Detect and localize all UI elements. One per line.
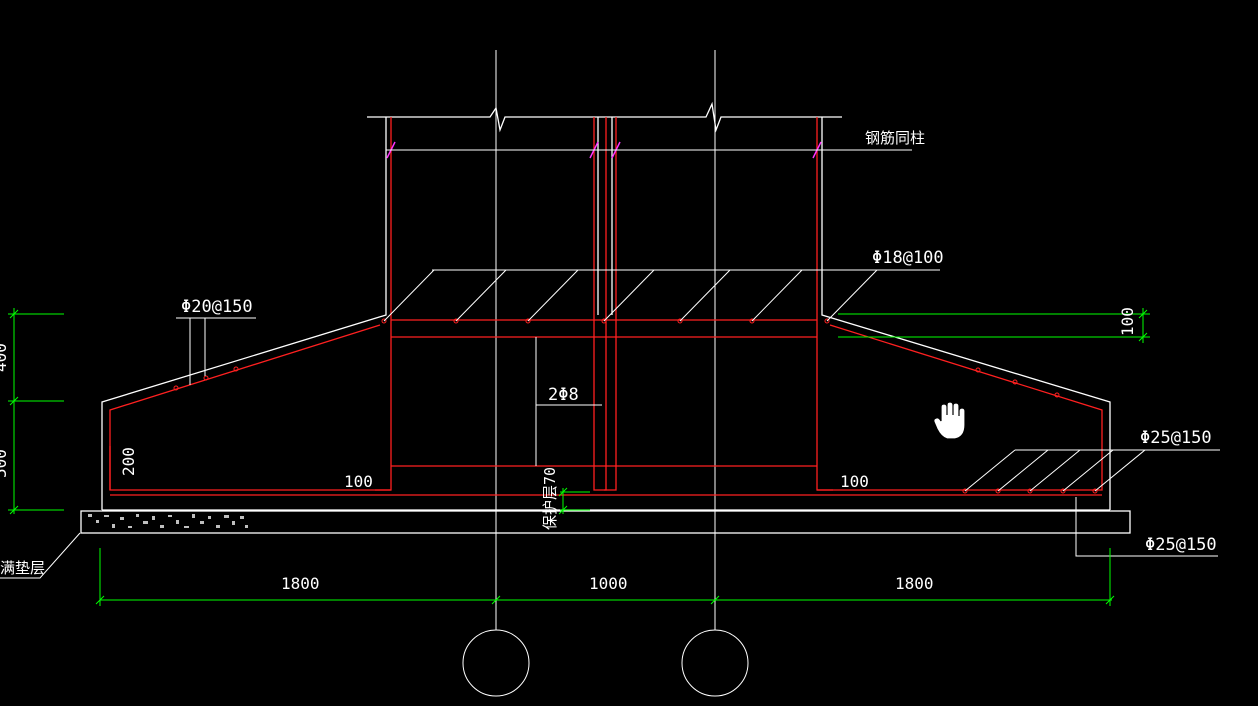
rebar [109,117,1103,496]
axis-bubble-right [681,629,749,697]
label-column-rebar-note: 钢筋同柱 [865,129,925,147]
dim-bottom-middle: 1000 [589,574,628,593]
dim-bottom-left: 1800 [281,574,320,593]
label-top-mesh: Φ18@100 [872,248,944,268]
dim-bottom-right: 1800 [895,574,934,593]
label-stirrup: 2Φ8 [548,385,579,405]
cushion-layer [80,510,1131,534]
label-bottom-rebar-y: Φ25@150 [1145,535,1217,555]
label-cushion-layer: 满垫层 [0,559,45,577]
axis-bubble-left [462,629,530,697]
label-slope-rebar: Φ20@150 [181,297,253,317]
label-bottom-rebar-x: Φ25@150 [1140,428,1212,448]
rebar-dots [173,318,1098,494]
dim-500: 500 [0,449,10,478]
dim-200: 200 [119,447,138,476]
grid-axes [462,50,749,697]
label-cover: 保护层70 [541,467,559,530]
dim-400: 400 [0,343,10,372]
dim-100-right: 100 [840,472,869,491]
leader-lines [0,149,1220,579]
dimension-lines [8,308,1150,606]
hand-pan-icon [933,401,966,440]
dim-100-left: 100 [344,472,373,491]
dim-100-top: 100 [1118,307,1137,336]
